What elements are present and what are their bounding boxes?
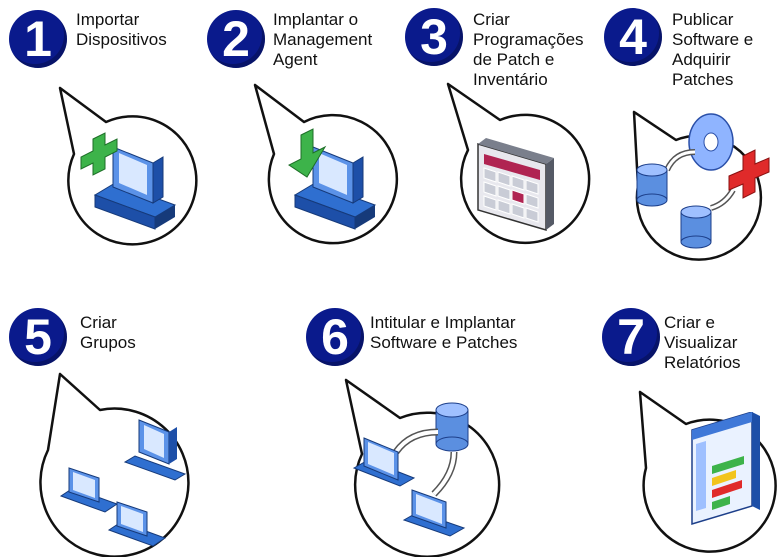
import-devices-icon [80,132,177,230]
step-label: Criar Grupos [80,313,136,353]
step-number-badge: 2 [207,10,265,68]
step-2: 2 Implantar o Management Agent [200,0,400,250]
step-number: 2 [222,11,250,67]
step-6: 6 Intitular e Implantar Software e Patch… [290,300,580,557]
step-label-line: Intitular e Implantar [370,313,516,332]
step-label-line: Software e Patches [370,333,518,352]
step-label-line: Adquirir [672,50,731,69]
step-label-line: Dispositivos [76,30,167,49]
step-4: 4 Publicar Software e Adquirir Patches [600,0,778,270]
step-label-line: Programações [473,30,584,49]
step-label-line: Relatórios [664,353,741,372]
step-label-line: Patches [672,70,734,89]
step-label-line: Visualizar [664,333,738,352]
step-label-line: Importar [76,10,140,29]
step-label-line: Software e [672,30,754,49]
step-number-badge: 5 [9,308,67,366]
step-label-line: Management [273,30,373,49]
step-number: 5 [24,309,52,365]
step-label-line: Publicar [672,10,734,29]
step-label-line: Criar [473,10,510,29]
step-number-badge: 4 [604,8,662,66]
step-number-badge: 7 [602,308,660,366]
deploy-agent-icon [288,128,377,230]
step-3: 3 Criar Programações de Patch e Inventár… [400,0,600,250]
step-label: Criar Programações de Patch e Inventário [473,10,584,90]
step-number: 4 [619,9,647,65]
reports-icon [691,412,760,526]
calendar-schedule-icon [477,138,554,232]
step-label-line: Implantar o [273,10,359,29]
step-1: 1 Importar Dispositivos [0,0,200,250]
step-label: Intitular e Implantar Software e Patches [370,313,517,353]
step-number: 3 [420,9,448,65]
step-number-badge: 1 [9,10,67,68]
step-label: Publicar Software e Adquirir Patches [672,10,753,90]
step-5: 5 Criar Grupos [0,300,230,557]
step-label: Importar Dispositivos [76,10,167,50]
step-number: 1 [24,11,52,67]
step-number-badge: 6 [306,308,364,366]
publish-software-icon [636,113,770,249]
device-groups-icon [59,419,187,547]
step-number-badge: 3 [405,8,463,66]
step-number: 6 [321,309,349,365]
step-7: 7 Criar e Visualizar Relatórios [600,300,778,557]
step-number: 7 [617,309,645,365]
entitle-deploy-icon [352,402,469,537]
step-label-line: Grupos [80,333,136,352]
step-label-line: Criar [80,313,117,332]
step-label-line: Criar e [664,313,716,332]
step-label-line: Inventário [473,70,548,89]
step-label: Criar e Visualizar Relatórios [664,313,741,373]
step-label-line: de Patch e [473,50,555,69]
step-label-line: Agent [273,50,318,69]
step-label: Implantar o Management Agent [273,10,372,70]
